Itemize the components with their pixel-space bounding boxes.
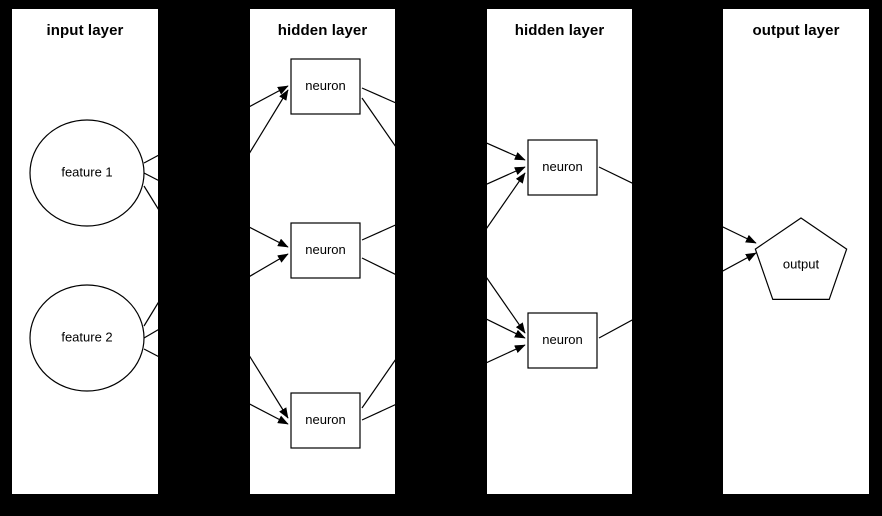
layer-title-input: input layer xyxy=(46,22,124,39)
panel-output-layer xyxy=(723,9,869,494)
layer-title-output: output layer xyxy=(752,22,840,39)
edges-group xyxy=(143,85,757,425)
layer-title-hidden-1: hidden layer xyxy=(277,22,368,39)
panel-hidden-layer-1 xyxy=(250,9,395,494)
layer-title-hidden-2: hidden layer xyxy=(514,22,605,39)
panel-hidden-layer-2 xyxy=(487,9,632,494)
panel-input-layer xyxy=(12,9,158,494)
